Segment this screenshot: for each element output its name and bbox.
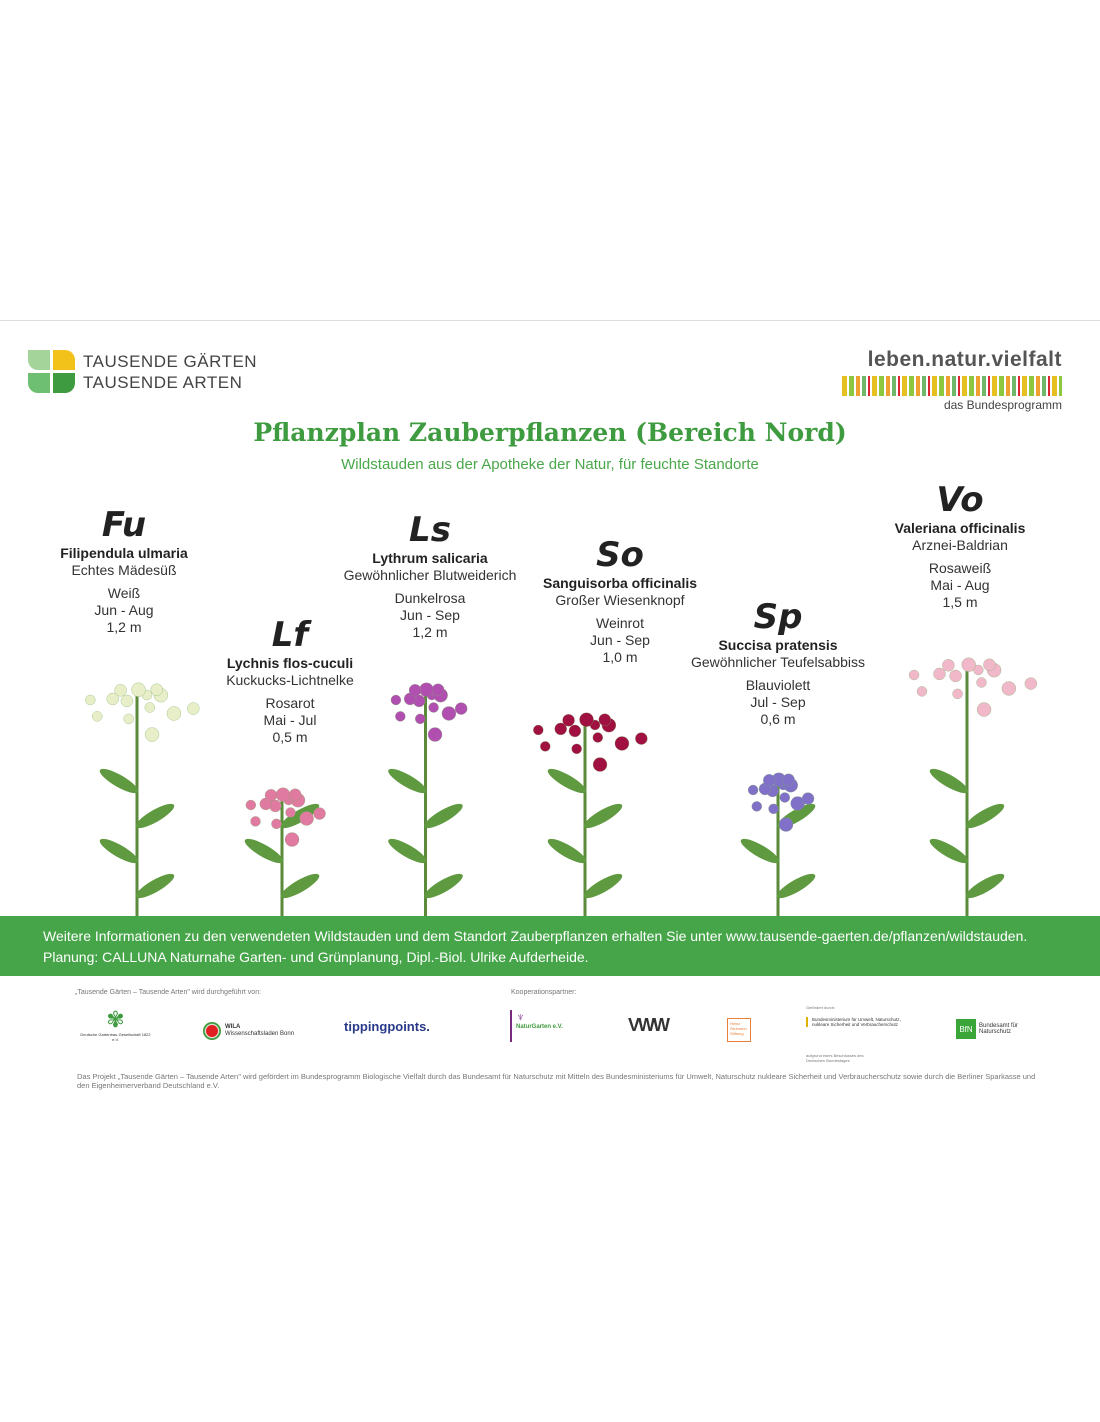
plant-label-so: So Sanguisorba officinalis Großer Wiesen… [520,535,720,666]
sielmann-logo: Heinz Sielmann Stiftung [727,1018,751,1042]
latin-name: Filipendula ulmaria [60,545,188,561]
bloom-period: Jul - Sep [750,694,806,710]
bloom-period: Jun - Aug [94,602,154,618]
latin-name: Sanguisorba officinalis [542,575,698,591]
common-name: Arznei-Baldrian [912,537,1008,553]
latin-name: Succisa pratensis [718,637,838,653]
page-subtitle: Wildstauden aus der Apotheke der Natur, … [341,456,759,473]
ddg-logo: ✾Deutsche Gartenbau-Gesellschaft 1822 e.… [80,1007,151,1043]
funding-footer: Das Projekt „Tausende Gärten – Tausende … [77,1072,1036,1090]
logo-subtitle: das Bundesprogramm [943,398,1062,412]
latin-name: Valeriana officinalis [894,520,1026,536]
common-name: Kuckucks-Lichtnelke [226,672,354,688]
common-name: Echtes Mädesüß [71,562,177,578]
info-line: Weitere Informationen zu den verwendeten… [43,928,1028,944]
plant-label-fu: Fu Filipendula ulmaria Echtes Mädesüß We… [24,505,224,636]
funded-by-label: Gefördert durch: [806,1005,836,1010]
partners-label: Kooperationspartner: [511,989,577,996]
plant-label-lf: Lf Lychnis flos-cuculi Kuckucks-Lichtnel… [190,615,390,746]
naturgarten-logo: ♆NaturGarten e.V. [510,1010,563,1042]
latin-name: Lythrum salicaria [372,550,488,566]
bloom-period: Jun - Sep [590,632,650,648]
flower-color: Weiß [107,585,141,601]
flower-color: Dunkelrosa [394,590,466,606]
leben-natur-vielfalt-logo: leben.natur.vielfalt das Bundesprogramm [842,348,1062,412]
common-name: Großer Wiesenknopf [555,592,685,608]
plant-height: 1,2 m [106,619,142,635]
plant-height: 1,5 m [942,594,978,610]
plant-illustration-sp [738,755,818,921]
plant-code: Ls [409,510,451,550]
page-title: Pflanzplan Zauberpflanzen (Bereich Nord) [253,418,847,447]
logo-line1: TAUSENDE GÄRTEN [83,351,258,371]
common-name: Gewöhnlicher Teufelsabbiss [690,654,866,670]
flower-color: Weinrot [596,615,644,631]
plant-height: 1,0 m [602,649,638,665]
plant-illustration-ls [378,665,473,921]
plant-code: Fu [101,505,147,545]
logo-title: leben.natur.vielfalt [867,348,1062,371]
plant-label-vo: Vo Valeriana officinalis Arznei-Baldrian… [860,480,1060,611]
plant-illustration-fu [62,665,212,921]
flower-color: Rosaweiß [928,560,992,576]
bloom-period: Jun - Sep [400,607,460,623]
plant-label-ls: Ls Lythrum salicaria Gewöhnlicher Blutwe… [330,510,530,641]
plant-illustration-vo [882,640,1052,921]
bmu-logo: Bundesministerium für Umwelt, Naturschut… [806,1017,917,1027]
bundestag-note: aufgrund eines Beschlusses des Deutschen… [806,1053,864,1063]
common-name: Gewöhnlicher Blutweiderich [343,567,517,583]
plant-code: Sp [753,597,803,637]
plant-illustration-lf [232,770,332,921]
latin-name: Lychnis flos-cuculi [226,655,354,671]
executed-by-label: „Tausende Gärten – Tausende Arten" wird … [75,989,262,996]
plant-code: So [596,535,644,575]
plant-code: Lf [271,615,309,655]
flower-color: Rosarot [265,695,315,711]
vww-logo: VWW [628,1015,670,1035]
planning-line: Planung: CALLUNA Naturnahe Garten- und G… [43,949,589,965]
plant-height: 0,5 m [272,729,308,745]
plant-illustration-so [510,695,660,921]
tippingpoints-logo: tippingpoints. [344,1019,430,1034]
flower-color: Blauviolett [745,677,811,693]
plant-height: 1,2 m [412,624,448,640]
bloom-period: Mai - Aug [930,577,990,593]
info-band: Weitere Informationen zu den verwendeten… [0,916,1100,976]
logo-line2: TAUSENDE ARTEN [83,372,243,392]
plant-label-sp: Sp Succisa pratensis Gewöhnlicher Teufel… [678,597,878,728]
plant-code: Vo [936,480,984,520]
plant-height: 0,6 m [760,711,796,727]
divider [0,320,1100,321]
bloom-period: Mai - Jul [263,712,317,728]
